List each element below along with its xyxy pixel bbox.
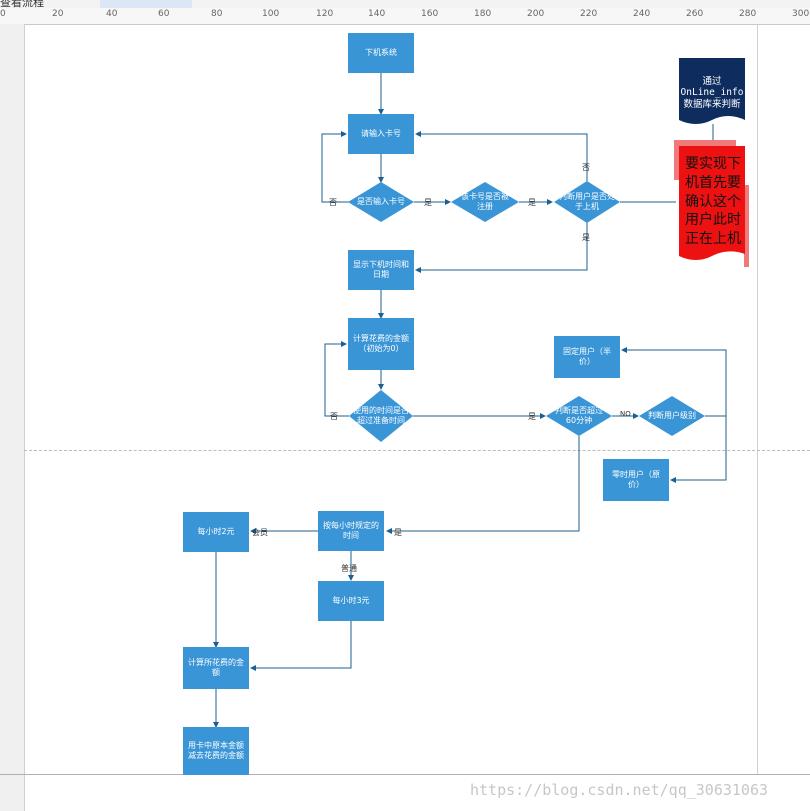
node-calc-cost-label: 计算花费的金额（初始为0） xyxy=(353,334,409,353)
node-deduct-box[interactable] xyxy=(183,727,249,775)
connector-label-no: 否 xyxy=(329,198,337,207)
ruler-label: 280 xyxy=(739,9,757,19)
node-hourly-rule-label: 按每小时规定的时间 xyxy=(323,521,379,540)
page-right-edge xyxy=(757,24,758,774)
node-user-level-diamond[interactable] xyxy=(639,396,705,436)
canvas-bottom-edge xyxy=(0,774,810,775)
connector-label-yes: 是 xyxy=(582,233,590,242)
connector-label-yes: 是 xyxy=(424,198,432,207)
node-normal-price-label: 每小时3元 xyxy=(332,596,370,605)
ruler-label: 60 xyxy=(158,9,170,19)
note-red-frame-top xyxy=(674,140,736,146)
node-fixed-user-box[interactable] xyxy=(554,336,620,378)
note-red-text: 要实现下机首先要确认这个用户此时正在上机 xyxy=(685,155,741,248)
node-is-input-diamond[interactable] xyxy=(348,182,414,222)
ruler-label: 260 xyxy=(686,9,704,19)
node-member-price-box[interactable] xyxy=(183,512,249,552)
ruler-label: 160 xyxy=(421,9,439,19)
note-red-frame-left xyxy=(674,140,679,180)
page-break-line xyxy=(24,450,810,451)
node-calc-total-label: 计算所花费的金额 xyxy=(188,658,244,677)
horizontal-ruler: 0 20 40 60 80 100 120 140 160 180 200 22… xyxy=(0,8,810,25)
node-over-60-label: 判断是否超过60分钟 xyxy=(555,406,603,425)
node-input-card-box[interactable] xyxy=(348,114,414,154)
node-calc-total-box[interactable] xyxy=(183,647,249,689)
ruler-label: 100 xyxy=(262,9,280,19)
ruler-label: 240 xyxy=(633,9,651,19)
node-is-online-diamond[interactable] xyxy=(554,181,620,223)
ruler-label: 120 xyxy=(316,9,334,19)
connector-label-no: 否 xyxy=(330,412,338,421)
node-over-prepare-label: 使用的时间是否超过准备时间 xyxy=(353,406,409,425)
tab-view-flow[interactable]: 查看流程 xyxy=(0,0,44,9)
connector-label-normal: 普通 xyxy=(341,564,357,573)
node-temp-user-label: 零时用户（原价） xyxy=(612,470,660,489)
node-fixed-user-label: 固定用户（半价） xyxy=(563,347,611,366)
node-hourly-rule-box[interactable] xyxy=(318,511,384,551)
connector-label-no: 否 xyxy=(582,163,590,172)
ruler-label: 40 xyxy=(106,9,118,19)
node-over-60-diamond[interactable] xyxy=(546,396,612,436)
node-show-time-label: 显示下机时间和日期 xyxy=(353,260,409,279)
note-database-shape[interactable] xyxy=(679,58,745,124)
node-over-prepare-diamond[interactable] xyxy=(349,390,413,442)
connector-label-yes: 是 xyxy=(528,198,536,207)
node-user-level-label: 判断用户级别 xyxy=(648,411,696,420)
node-is-input-label: 是否输入卡号 xyxy=(357,197,405,206)
node-calc-cost-box[interactable] xyxy=(348,318,414,370)
node-is-online-label: 判断用户是否处于上机 xyxy=(559,192,615,211)
node-temp-user-box[interactable] xyxy=(603,459,669,501)
ruler-label: 300 xyxy=(792,9,810,19)
tab-active[interactable] xyxy=(100,0,192,8)
watermark: https://blog.csdn.net/qq_30631063 xyxy=(470,781,769,799)
node-is-registered-diamond[interactable] xyxy=(451,182,519,222)
node-member-price-label: 每小时2元 xyxy=(197,527,235,536)
ruler-label: 20 xyxy=(52,9,64,19)
node-deduct-label: 用卡中原本金额减去花费的金额 xyxy=(188,741,244,760)
ruler-label: 200 xyxy=(527,9,545,19)
note-database-text: 通过OnLine_info数据库来判断 xyxy=(680,75,744,110)
note-red-shape[interactable] xyxy=(679,146,745,260)
node-input-card-label: 请输入卡号 xyxy=(361,129,401,138)
ruler-label: 80 xyxy=(211,9,223,19)
ruler-label: 180 xyxy=(474,9,492,19)
node-show-time-box[interactable] xyxy=(348,250,414,290)
connector-label-member: 会员 xyxy=(252,528,268,537)
node-is-registered-label: 该卡号是否被注册 xyxy=(461,192,509,211)
ruler-label: 0 xyxy=(0,9,6,19)
ruler-label: 140 xyxy=(368,9,386,19)
connector-label-yes: 是 xyxy=(394,528,402,537)
node-normal-price-box[interactable] xyxy=(318,581,384,621)
node-start-label: 下机系统 xyxy=(365,48,397,57)
connector-label-yes: 是 xyxy=(528,412,536,421)
vertical-ruler xyxy=(0,24,25,811)
ruler-label: 220 xyxy=(580,9,598,19)
note-red-frame-right xyxy=(744,185,749,267)
node-start-box[interactable] xyxy=(348,33,414,73)
connector-label-no-en: NO xyxy=(620,410,631,418)
